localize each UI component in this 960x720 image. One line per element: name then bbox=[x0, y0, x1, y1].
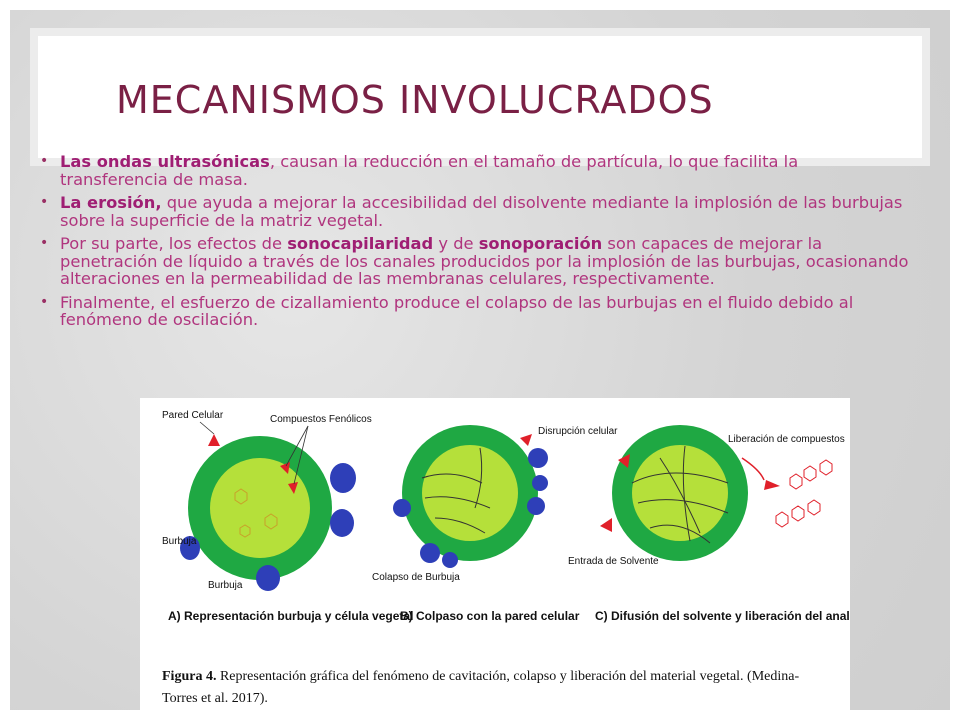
arrow-compuestos-2 bbox=[288, 482, 298, 494]
bullet-bold: La erosión, bbox=[60, 193, 162, 212]
bubble bbox=[393, 499, 411, 517]
label-colapso: Colapso de Burbuja bbox=[372, 572, 460, 583]
released-molecules bbox=[775, 459, 833, 528]
label-liberacion: Liberación de compuestos bbox=[728, 434, 845, 445]
bubble bbox=[532, 475, 548, 491]
bullet-text: y de bbox=[433, 234, 479, 253]
panel-c: Liberación de compuestos Entrada de Solv… bbox=[568, 425, 850, 623]
panel-b: Disrupción celular Colapso de Burbuja B)… bbox=[372, 425, 618, 623]
bullet-bold: Las ondas ultrasónicas bbox=[60, 152, 270, 171]
arrow-pared bbox=[618, 454, 630, 468]
cytoplasm bbox=[632, 445, 728, 541]
figure-caption: Figura 4. Representación gráfica del fen… bbox=[162, 666, 832, 710]
cytoplasm bbox=[422, 445, 518, 541]
figure-caption-label: Figura 4. bbox=[162, 669, 217, 684]
cytoplasm bbox=[210, 458, 310, 558]
bubble bbox=[180, 536, 200, 560]
panel-b-caption: B) Colpaso con la pared celular bbox=[400, 609, 580, 623]
bullet-text: Finalmente, el esfuerzo de cizallamiento… bbox=[60, 292, 854, 329]
bullet-item: Las ondas ultrasónicas, causan la reducc… bbox=[40, 153, 910, 188]
bubble bbox=[420, 543, 440, 563]
bullet-text: son capaces de mejorar la penetración de… bbox=[60, 234, 909, 288]
bubble bbox=[528, 448, 548, 468]
bullet-text: que ayuda a mejorar la accesibilidad del… bbox=[60, 193, 903, 230]
slide-title: MECANISMOS INVOLUCRADOS bbox=[116, 78, 714, 122]
panel-c-caption: C) Difusión del solvente y liberación de… bbox=[595, 609, 850, 623]
bullet-list: Las ondas ultrasónicas, causan la reducc… bbox=[40, 153, 910, 335]
release-arrow bbox=[741, 457, 765, 481]
label-pared-celular: Pared Celular bbox=[162, 410, 224, 421]
bullet-text: , causan la reducción en el tamaño de pa… bbox=[60, 152, 799, 189]
label-entrada-solvente: Entrada de Solvente bbox=[568, 556, 659, 567]
bullet-bold: sonocapilaridad bbox=[287, 234, 434, 253]
bubble bbox=[256, 565, 280, 591]
bubble bbox=[330, 463, 356, 493]
label-burbuja: Burbuja bbox=[208, 580, 243, 591]
bullet-item: La erosión, que ayuda a mejorar la acces… bbox=[40, 194, 910, 229]
panel-a-caption: A) Representación burbuja y célula veget… bbox=[168, 609, 413, 623]
phenolic-compounds bbox=[234, 488, 278, 538]
panel-a: Pared Celular Compuestos Fenólicos Burbu… bbox=[162, 410, 413, 623]
bullet-item: Finalmente, el esfuerzo de cizallamiento… bbox=[40, 292, 910, 329]
arrow-compuestos bbox=[280, 462, 290, 474]
arrow-pared bbox=[208, 434, 220, 446]
figure-caption-text: Representación gráfica del fenómeno de c… bbox=[162, 669, 800, 706]
cavitation-figure: Pared Celular Compuestos Fenólicos Burbu… bbox=[140, 398, 850, 716]
release-arrowhead bbox=[764, 480, 780, 490]
cell-channels bbox=[421, 447, 491, 534]
label-compuestos: Compuestos Fenólicos bbox=[270, 414, 372, 425]
arrow-disrupcion bbox=[520, 434, 532, 446]
label-disrupcion: Disrupción celular bbox=[538, 426, 618, 437]
label-burbuja: Burbuja bbox=[162, 536, 197, 547]
bubble bbox=[527, 497, 545, 515]
arrow-entrada-solvente bbox=[600, 518, 612, 532]
cavitation-diagram: Pared Celular Compuestos Fenólicos Burbu… bbox=[162, 410, 850, 623]
title-box bbox=[30, 28, 930, 166]
bullet-item: Por su parte, los efectos de sonocapilar… bbox=[40, 235, 910, 288]
bullet-text: Por su parte, los efectos de bbox=[60, 234, 288, 253]
bubble bbox=[442, 552, 458, 568]
bullet-bold: sonoporación bbox=[478, 234, 603, 253]
cell-channels bbox=[631, 445, 729, 544]
bubble bbox=[330, 509, 354, 537]
